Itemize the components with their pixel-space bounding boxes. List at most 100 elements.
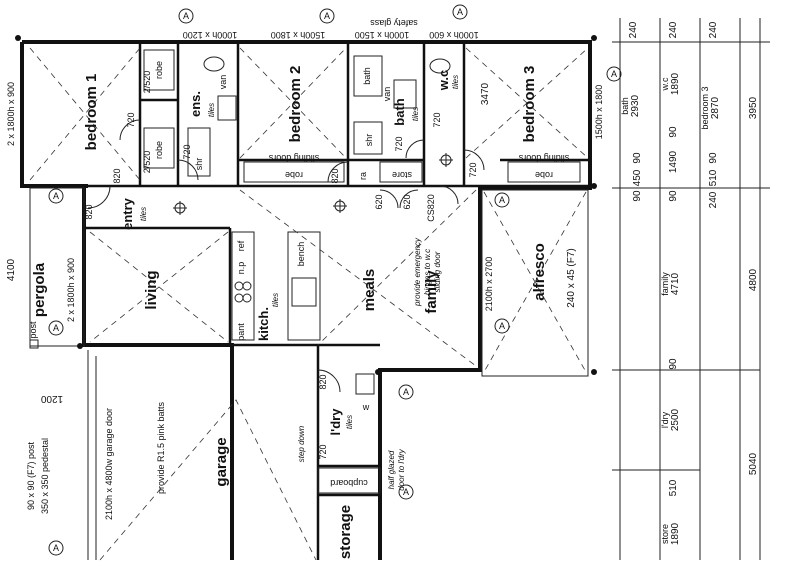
dim-wc-val: 1890 <box>670 72 681 95</box>
dim-450: 450 <box>632 169 643 186</box>
room-storage: storage <box>337 505 354 559</box>
tiles-note-bath: tiles <box>411 107 420 121</box>
label-bath-tub: bath <box>362 67 372 85</box>
light-symbols <box>173 153 453 215</box>
label-van-ens: van <box>218 75 228 90</box>
room-meals: meals <box>361 269 378 312</box>
bed1-diagonals <box>29 47 141 181</box>
dim-1200: 1200 <box>40 393 63 404</box>
label-bench: bench <box>296 242 306 267</box>
door-size: 720 <box>394 136 404 151</box>
alfresco-area <box>481 189 589 377</box>
garage-door-lines <box>87 350 97 560</box>
note-beam: 240 x 45 (F7) <box>566 248 577 307</box>
dim-ldry-label: l'dry <box>660 411 670 428</box>
door-size: 820 <box>112 168 122 183</box>
hob-2 <box>242 281 252 291</box>
ens-shower-box <box>187 127 211 177</box>
label-sliding-doors-bed3: sliding doors <box>518 153 569 163</box>
laundry-tub <box>355 373 375 395</box>
dim-bed3-label: bedroom 3 <box>700 86 710 129</box>
bath-vanity <box>393 79 417 109</box>
hob-4 <box>242 293 252 303</box>
dim-ldry-val: 2500 <box>670 408 681 431</box>
tiles-note-ldry: tiles <box>345 415 354 429</box>
label-cupboard: cupboard <box>330 478 368 488</box>
kitchen-counter <box>231 231 255 341</box>
label-robe-1: robe <box>154 61 164 79</box>
bath-tub <box>353 55 383 97</box>
dim-store-val: 1890 <box>670 522 681 545</box>
label-post: post <box>28 321 38 339</box>
door-size: 720 <box>432 112 442 127</box>
tiles-note-wc: tiles <box>451 75 460 89</box>
bed2-door-swing <box>327 161 349 183</box>
entry-door-swing <box>87 185 111 209</box>
dim-90: 90 <box>632 190 643 202</box>
window-size-pergola: 2 x 1800h x 900 <box>66 258 76 322</box>
note-step-down: step down <box>297 425 306 462</box>
dim-4100: 4100 <box>6 258 17 281</box>
pergola-post <box>29 339 39 349</box>
room-bedroom3: bedroom 3 <box>521 66 538 143</box>
section-marker: A <box>457 7 463 17</box>
window-size-bed1: 2 x 1800h x 900 <box>6 82 16 146</box>
hob-1 <box>234 281 244 291</box>
label-ref: ref <box>236 240 246 251</box>
room-bedroom2: bedroom 2 <box>287 66 304 143</box>
label-w: w <box>362 402 370 412</box>
dim-510: 510 <box>708 169 719 186</box>
room-living: living <box>143 270 160 309</box>
note-provide-emergency: provide emergency <box>413 237 422 307</box>
wc-door-swing <box>439 185 459 205</box>
store-box <box>379 161 423 183</box>
dim-1490: 1490 <box>668 150 679 173</box>
note-garage-door: 2100h x 4800w garage door <box>104 408 114 520</box>
section-marker: A <box>53 191 59 201</box>
door-size: 820 <box>84 204 94 219</box>
door-size: CS820 <box>426 194 436 222</box>
window-size-wc: 1000h x 600 <box>429 30 479 40</box>
dim-90: 90 <box>668 358 679 370</box>
note-post-spec: 90 x 90 (F7) post <box>26 441 36 510</box>
door-size: 720 <box>318 444 328 459</box>
note-pedestal: 350 x 350 pedestal <box>40 438 50 514</box>
dim-family-label: family <box>660 272 670 296</box>
dim-family-val: 4710 <box>670 272 681 295</box>
room-bedroom1: bedroom 1 <box>83 74 100 151</box>
bed3-diagonals <box>465 47 589 159</box>
ens-vanity <box>217 95 237 121</box>
window-size-family: 2100h x 2700 <box>484 257 494 312</box>
dim-90: 90 <box>632 152 643 164</box>
dim-3950: 3950 <box>748 96 759 119</box>
section-marker: A <box>53 323 59 333</box>
wc-toilet <box>429 58 451 74</box>
dim-bath-label: bath <box>620 97 630 115</box>
door-size: 820 <box>318 374 328 389</box>
room-ldry: l'dry <box>328 408 343 436</box>
label-shr-bath: shr <box>364 134 374 147</box>
corner-dots <box>15 35 597 375</box>
section-marker: A <box>403 387 409 397</box>
alfresco-diagonals <box>483 191 587 373</box>
note-sliding-door: sliding door <box>433 251 442 292</box>
family-diagonals <box>239 189 477 367</box>
tiles-note-kitch: tiles <box>271 293 280 307</box>
section-marker: A <box>53 543 59 553</box>
room-garage: garage <box>213 437 230 486</box>
door-size: 820 <box>330 168 340 183</box>
label-van-bath: van <box>382 87 392 102</box>
tiles-note-ens: tiles <box>207 103 216 117</box>
tiles-note-entry: tiles <box>139 207 148 221</box>
door-size: 2/520 <box>142 151 152 174</box>
label-robe-bed2: robe <box>285 170 303 180</box>
room-entry: entry <box>120 197 135 230</box>
label-shr-ens: shr <box>194 158 204 171</box>
dim-bed3-val: 2870 <box>710 96 721 119</box>
dim-top-240: 240 <box>628 21 639 38</box>
label-sliding-doors-bed2: sliding doors <box>268 153 319 163</box>
dim-240: 240 <box>708 191 719 208</box>
dim-510: 510 <box>668 479 679 496</box>
door-size: 720 <box>468 162 478 177</box>
section-marker: A <box>499 195 505 205</box>
